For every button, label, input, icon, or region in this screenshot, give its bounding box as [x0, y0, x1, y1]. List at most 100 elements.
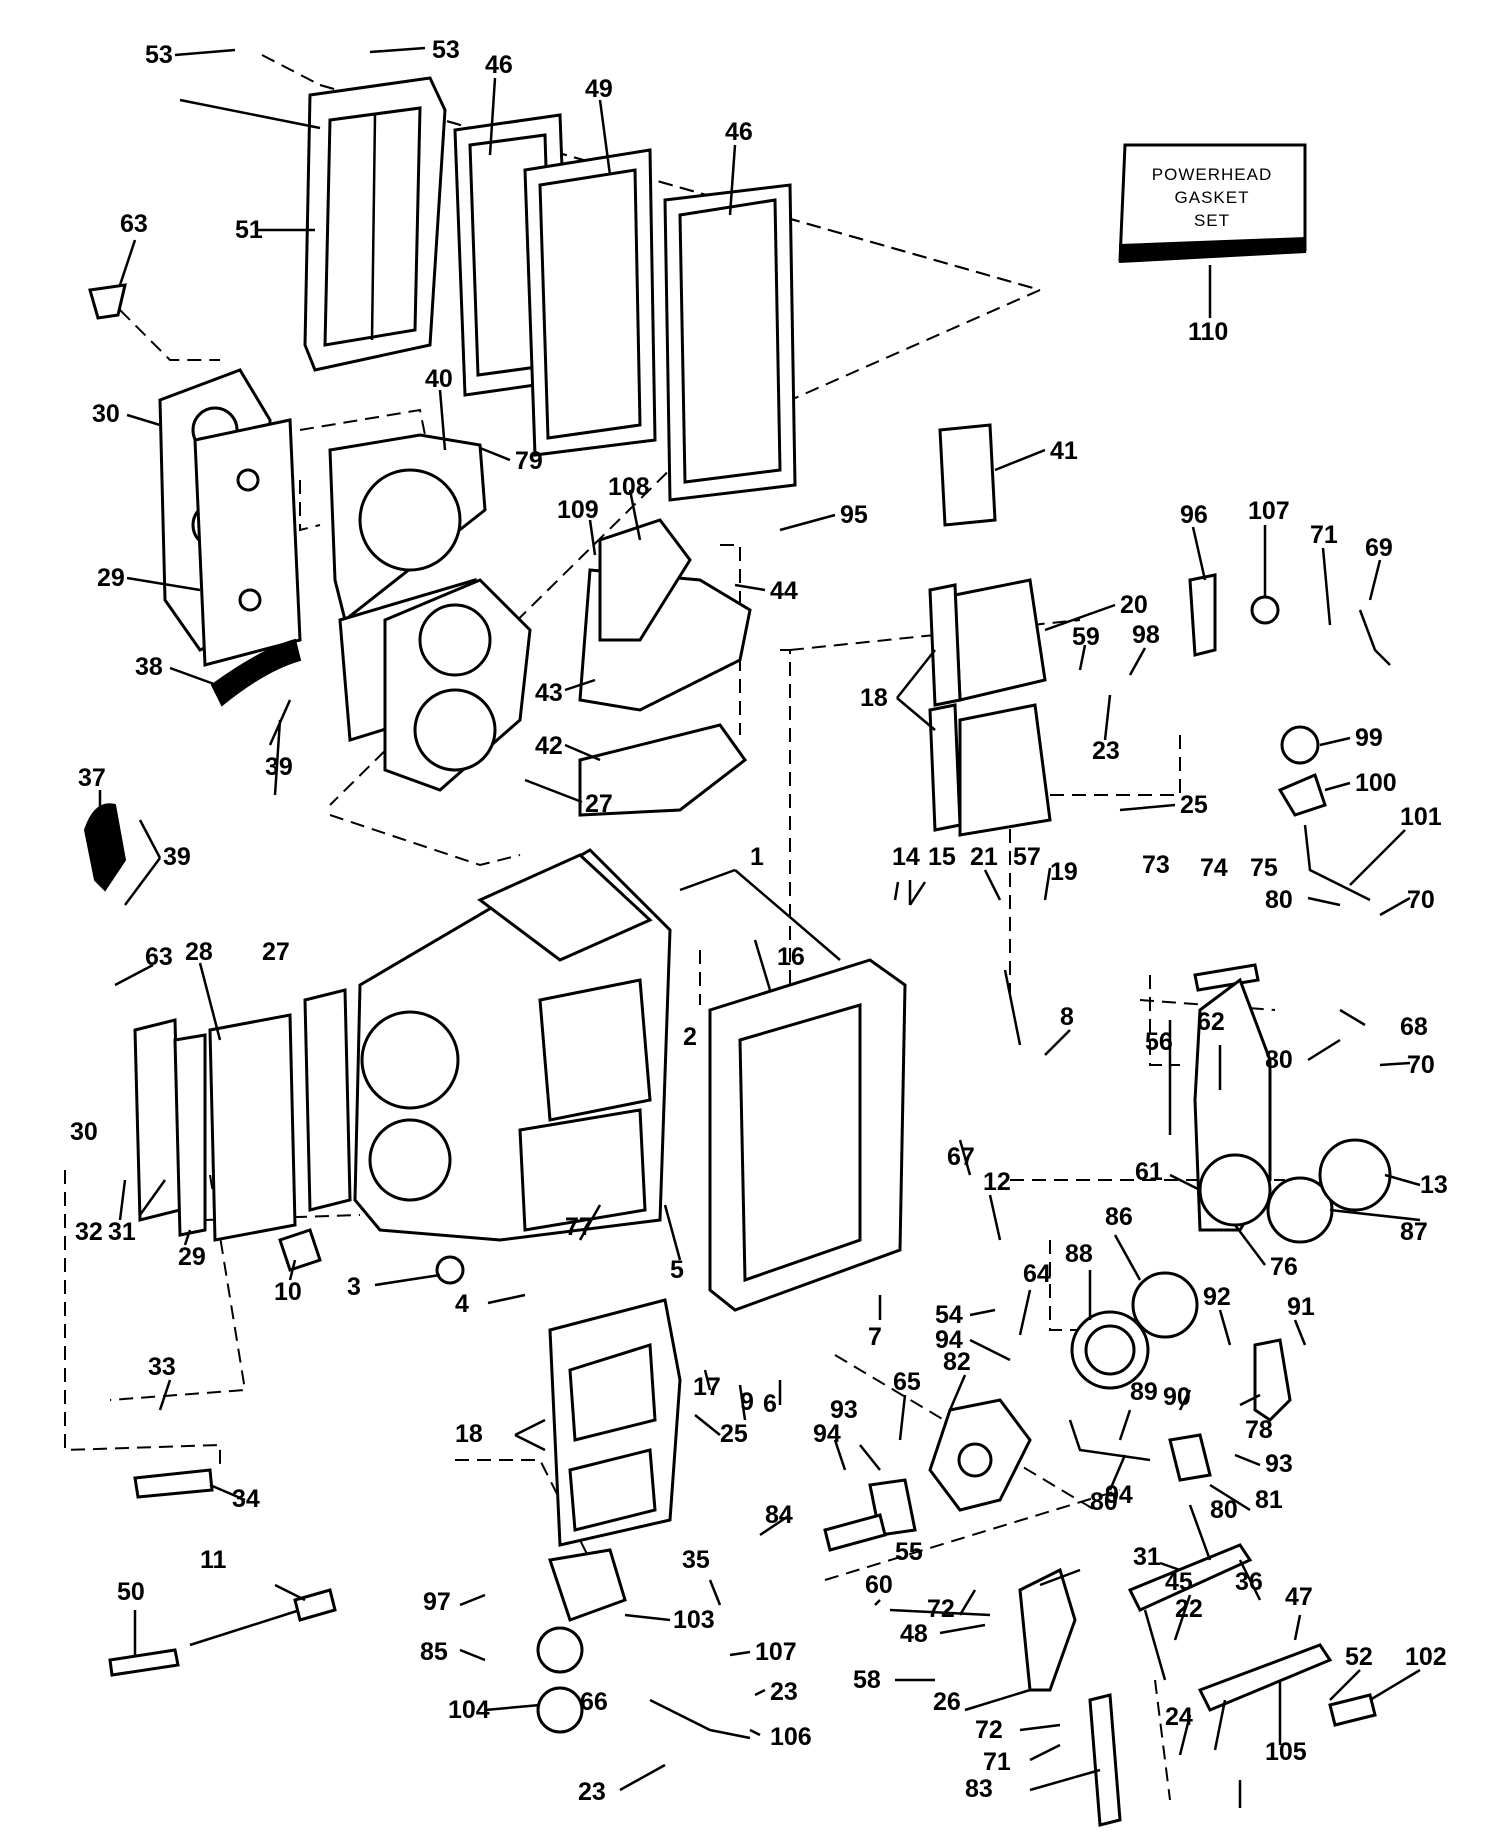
callout-label: 88 — [1065, 1240, 1093, 1268]
callout-label: 42 — [535, 732, 563, 760]
callout-label: 74 — [1200, 854, 1228, 882]
callout-label: 86 — [1105, 1203, 1133, 1231]
callout-label: 31 — [108, 1218, 136, 1246]
callout-label: 80 — [1265, 1046, 1293, 1074]
callout-label: 85 — [420, 1638, 448, 1666]
callout-label: 18 — [455, 1420, 483, 1448]
callout-label: 30 — [92, 400, 120, 428]
callout-label: 102 — [1405, 1643, 1447, 1671]
callout-label: 32 — [75, 1218, 103, 1246]
callout-label: 101 — [1400, 803, 1442, 831]
callout-label: 83 — [965, 1775, 993, 1803]
callout-label: 76 — [1270, 1253, 1298, 1281]
callout-label: 45 — [1165, 1568, 1193, 1596]
callout-label: 100 — [1355, 769, 1397, 797]
callout-label: 53 — [145, 41, 173, 69]
callout-label: 95 — [840, 501, 868, 529]
callout-label: 59 — [1072, 623, 1100, 651]
callout-label: 80 — [1090, 1488, 1118, 1516]
callout-label: 84 — [765, 1501, 793, 1529]
callout-label: 12 — [983, 1168, 1011, 1196]
callout-label: 69 — [1365, 534, 1393, 562]
callout-label: 65 — [893, 1368, 921, 1396]
callout-label: 20 — [1120, 591, 1148, 619]
callout-label: 71 — [983, 1748, 1011, 1776]
callout-label: 31 — [1133, 1543, 1161, 1571]
callout-label: 41 — [1050, 437, 1078, 465]
callout-label: 52 — [1345, 1643, 1373, 1671]
gasket-set-label-line-2: GASKET — [1175, 188, 1250, 207]
callout-label: 96 — [1180, 501, 1208, 529]
callout-label: 72 — [927, 1595, 955, 1623]
part-callouts: 53 53 46 49 46 51 63 30 40 79 110 29 38 … — [70, 36, 1448, 1806]
callout-label: 6 — [763, 1390, 777, 1418]
callout-label: 77 — [565, 1213, 593, 1241]
callout-label: 39 — [265, 753, 293, 781]
callout-label: 21 — [970, 843, 998, 871]
callout-label: 104 — [448, 1696, 490, 1724]
callout-label: 25 — [720, 1420, 748, 1448]
callout-label: 78 — [1245, 1416, 1273, 1444]
callout-label: 29 — [97, 564, 125, 592]
callout-label: 53 — [432, 36, 460, 64]
callout-label: 43 — [535, 679, 563, 707]
callout-label: 37 — [78, 764, 106, 792]
callout-label: 36 — [1235, 1568, 1263, 1596]
callout-label: 15 — [928, 843, 956, 871]
callout-label: 81 — [1255, 1486, 1283, 1514]
callout-label: 44 — [770, 577, 798, 605]
callout-label: 107 — [755, 1638, 797, 1666]
callout-label: 18 — [860, 684, 888, 712]
callout-label: 110 — [1188, 318, 1228, 346]
callout-label: 11 — [200, 1546, 227, 1574]
callout-label: 67 — [947, 1143, 975, 1171]
callout-label: 23 — [770, 1678, 798, 1706]
callout-label: 54 — [935, 1301, 963, 1329]
callout-label: 63 — [120, 210, 148, 238]
callout-label: 23 — [578, 1778, 606, 1806]
gasket-set-label-line-3: SET — [1194, 211, 1230, 230]
callout-label: 106 — [770, 1723, 812, 1751]
callout-label: 70 — [1407, 1051, 1435, 1079]
callout-label: 24 — [1165, 1703, 1193, 1731]
callout-label: 82 — [943, 1348, 971, 1376]
callout-label: 16 — [777, 943, 805, 971]
callout-label: 14 — [892, 843, 920, 871]
callout-label: 93 — [1265, 1450, 1293, 1478]
callout-label: 79 — [515, 447, 543, 475]
callout-label: 48 — [900, 1620, 928, 1648]
callout-label: 9 — [740, 1388, 754, 1416]
callout-label: 50 — [117, 1578, 145, 1606]
callout-label: 66 — [580, 1688, 608, 1716]
callout-label: 2 — [683, 1023, 697, 1051]
callout-label: 90 — [1163, 1383, 1191, 1411]
callout-label: 22 — [1175, 1595, 1203, 1623]
callout-label: 4 — [455, 1290, 469, 1318]
callout-label: 33 — [148, 1353, 176, 1381]
callout-label: 109 — [557, 496, 599, 524]
callout-label: 55 — [895, 1538, 923, 1566]
callout-label: 23 — [1092, 737, 1120, 765]
callout-label: 80 — [1210, 1496, 1238, 1524]
callout-label: 63 — [145, 943, 173, 971]
callout-label: 94 — [1105, 1481, 1133, 1509]
callout-label: 19 — [1050, 858, 1078, 886]
callout-label: 71 — [1310, 521, 1338, 549]
leader-lines — [98, 46, 1421, 1808]
callout-label: 34 — [232, 1485, 260, 1513]
callout-label: 35 — [682, 1546, 710, 1574]
callout-label: 107 — [1248, 497, 1290, 525]
callout-label: 46 — [485, 51, 513, 79]
callout-label: 94 — [813, 1420, 841, 1448]
callout-label: 91 — [1287, 1293, 1315, 1321]
callout-label: 61 — [1135, 1158, 1163, 1186]
callout-label: 98 — [1132, 621, 1160, 649]
callout-label: 62 — [1197, 1008, 1225, 1036]
callout-label: 56 — [1145, 1028, 1173, 1056]
callout-label: 38 — [135, 653, 163, 681]
callout-label: 7 — [868, 1323, 882, 1351]
callout-label: 75 — [1250, 854, 1278, 882]
callout-label: 27 — [262, 938, 290, 966]
callout-label: 99 — [1355, 724, 1383, 752]
